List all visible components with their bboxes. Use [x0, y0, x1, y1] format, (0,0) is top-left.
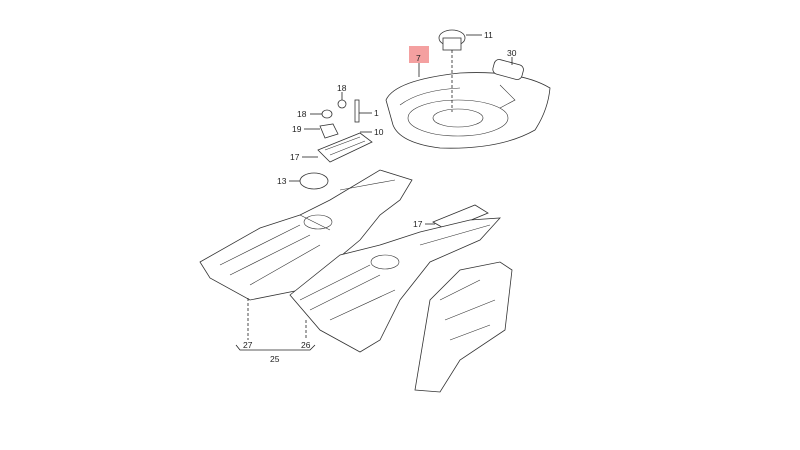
highlight-part-7	[409, 46, 429, 63]
label-17-top[interactable]: 17	[290, 152, 300, 162]
label-26[interactable]: 26	[301, 340, 311, 350]
label-11[interactable]: 11	[484, 30, 493, 40]
label-13[interactable]: 13	[277, 176, 287, 186]
label-10[interactable]: 10	[374, 127, 384, 137]
cover-part-30[interactable]	[492, 58, 525, 80]
label-7[interactable]: 7	[416, 53, 421, 63]
cap-part-11[interactable]	[438, 29, 466, 112]
leader-lines	[235, 34, 513, 351]
spare-wheel-well[interactable]	[385, 72, 551, 149]
bracket-parts[interactable]	[299, 99, 489, 231]
label-27[interactable]: 27	[243, 340, 253, 350]
label-18-top[interactable]: 18	[337, 83, 347, 93]
label-18-left[interactable]: 18	[297, 109, 307, 119]
label-25[interactable]: 25	[270, 354, 280, 364]
label-1[interactable]: 1	[374, 108, 379, 118]
floor-pan-assembly[interactable]	[199, 169, 513, 393]
label-30[interactable]: 30	[507, 48, 517, 58]
label-19[interactable]: 19	[292, 124, 302, 134]
label-17-right[interactable]: 17	[413, 219, 423, 229]
